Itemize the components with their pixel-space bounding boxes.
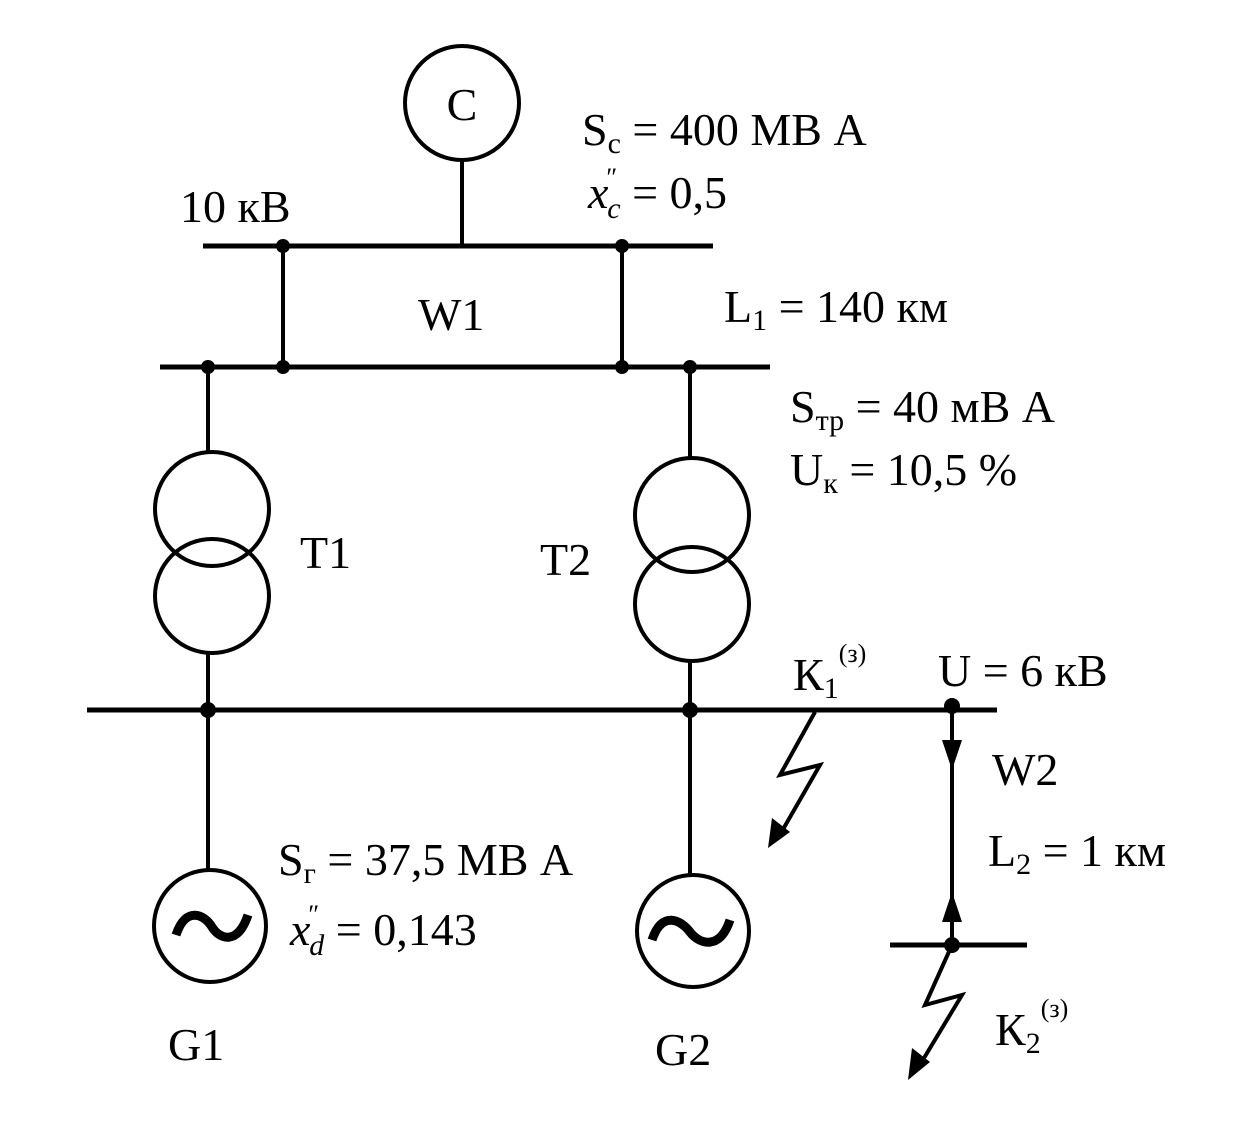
generator-g1: [152, 710, 268, 984]
t2-secondary-winding: [633, 545, 751, 663]
lv-bus-voltage-label: U = 6 кВ: [938, 645, 1108, 696]
fault-k2-label: К2(з): [995, 994, 1068, 1060]
line-w2: [942, 706, 962, 945]
w2-length-label: L2 = 1 км: [988, 825, 1166, 881]
g2-label: G2: [655, 1024, 711, 1075]
generator-reactance-label: x″d = 0,143: [289, 900, 477, 962]
source-symbol: C: [447, 79, 478, 130]
w2-arrow-down: [942, 740, 962, 770]
t2-primary-winding: [633, 456, 751, 574]
fault-k2-arrow: [908, 944, 967, 1080]
fault-k1-label: К1(з): [793, 639, 866, 705]
w1-length-label: L1 = 140 км: [724, 281, 948, 337]
w1-label: W1: [418, 289, 484, 340]
transformer-voltage-label: Uк = 10,5 %: [790, 444, 1017, 500]
t1-secondary-winding: [153, 537, 271, 655]
g2-tilde-icon: [647, 915, 735, 947]
mid-node-3: [615, 360, 629, 374]
w2-arrow-up: [942, 892, 962, 922]
g1-tilde-icon: [171, 910, 253, 942]
t1-label: T1: [300, 527, 351, 578]
w2-label: W2: [992, 744, 1058, 795]
fault-k1-arrow: [768, 711, 825, 848]
transformer-power-label: Sтр = 40 мВ А: [790, 381, 1055, 437]
g1-circle: [152, 868, 268, 984]
t2-label: T2: [540, 534, 591, 585]
generator-g2: [635, 710, 751, 989]
g2-circle: [635, 873, 751, 989]
hv-bus-label: 10 кВ: [180, 181, 291, 232]
generator-power-label: Sг = 37,5 МВ А: [278, 834, 573, 890]
transformer-t1: [153, 367, 271, 710]
source-power-label: Sc = 400 МВ А: [582, 104, 867, 160]
source-reactance-label: x″c = 0,5: [587, 163, 727, 225]
mid-node-2: [276, 360, 290, 374]
g1-label: G1: [168, 1019, 224, 1070]
transformer-t2: [633, 367, 751, 710]
t1-primary-winding: [153, 450, 271, 568]
system-source: C: [403, 44, 521, 246]
